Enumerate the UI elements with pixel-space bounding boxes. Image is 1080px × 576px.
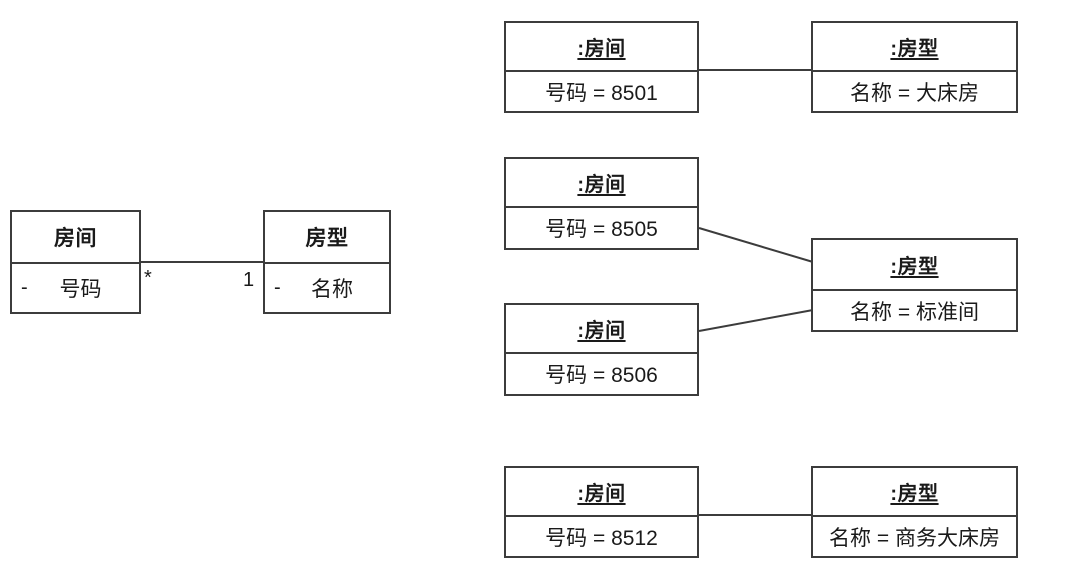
object-box-roomtype-bigbed[interactable]: :房型 名称 = 大床房: [811, 21, 1018, 113]
object-slot-room-8505: 号码 = 8505: [506, 208, 697, 248]
object-name-room-8501-label: :房间: [577, 38, 626, 60]
object-link-8506-to-standard: [698, 309, 814, 332]
attribute-name-room: 号码: [59, 278, 102, 301]
multiplicity-target: 1: [243, 269, 255, 291]
class-name-roomtype-label: 房型: [305, 227, 349, 250]
object-name-roomtype-business-label: :房型: [890, 483, 939, 505]
object-box-roomtype-standard[interactable]: :房型 名称 = 标准间: [811, 238, 1018, 332]
class-box-roomtype[interactable]: 房型 - 名称: [263, 210, 391, 314]
object-slot-room-8501-label: 号码 = 8501: [545, 81, 658, 105]
class-attributes-room: - 号码: [12, 264, 139, 312]
attribute-name-roomtype: 名称: [311, 278, 353, 301]
object-box-room-8512[interactable]: :房间 号码 = 8512: [504, 466, 699, 558]
object-slot-roomtype-bigbed: 名称 = 大床房: [813, 72, 1016, 111]
object-name-room-8506: :房间: [506, 305, 697, 354]
object-name-room-8501: :房间: [506, 23, 697, 72]
class-name-roomtype: 房型: [265, 212, 389, 264]
class-box-room[interactable]: 房间 - 号码: [10, 210, 141, 314]
object-name-room-8505: :房间: [506, 159, 697, 208]
object-name-room-8512-label: :房间: [577, 483, 626, 505]
attribute-visibility-room: -: [21, 276, 28, 299]
object-slot-roomtype-business: 名称 = 商务大床房: [813, 517, 1016, 556]
object-link-8505-to-standard: [698, 227, 814, 263]
object-name-roomtype-bigbed-label: :房型: [890, 38, 939, 60]
object-box-room-8505[interactable]: :房间 号码 = 8505: [504, 157, 699, 250]
object-link-8501-to-bigbed: [697, 69, 813, 71]
object-slot-roomtype-standard-label: 名称 = 标准间: [850, 300, 979, 324]
object-name-roomtype-business: :房型: [813, 468, 1016, 517]
object-name-roomtype-standard-label: :房型: [890, 256, 939, 278]
class-name-room-label: 房间: [54, 227, 97, 250]
object-box-roomtype-business[interactable]: :房型 名称 = 商务大床房: [811, 466, 1018, 558]
object-slot-room-8505-label: 号码 = 8505: [545, 218, 658, 241]
object-slot-roomtype-bigbed-label: 名称 = 大床房: [850, 81, 979, 105]
class-attributes-roomtype: - 名称: [265, 264, 389, 312]
object-slot-room-8501: 号码 = 8501: [506, 72, 697, 111]
class-association-line: [140, 261, 265, 263]
object-box-room-8506[interactable]: :房间 号码 = 8506: [504, 303, 699, 396]
object-link-8512-to-business: [697, 514, 813, 516]
object-name-roomtype-standard: :房型: [813, 240, 1016, 291]
object-name-roomtype-bigbed: :房型: [813, 23, 1016, 72]
object-slot-room-8506: 号码 = 8506: [506, 354, 697, 394]
object-slot-roomtype-business-label: 名称 = 商务大床房: [829, 526, 1000, 550]
object-slot-room-8512-label: 号码 = 8512: [545, 526, 658, 550]
object-slot-room-8506-label: 号码 = 8506: [545, 364, 658, 387]
object-box-room-8501[interactable]: :房间 号码 = 8501: [504, 21, 699, 113]
object-name-room-8512: :房间: [506, 468, 697, 517]
attribute-visibility-roomtype: -: [274, 276, 281, 299]
object-name-room-8505-label: :房间: [577, 174, 626, 196]
class-name-room: 房间: [12, 212, 139, 264]
multiplicity-source: *: [144, 267, 152, 289]
object-slot-room-8512: 号码 = 8512: [506, 517, 697, 556]
object-slot-roomtype-standard: 名称 = 标准间: [813, 291, 1016, 330]
object-name-room-8506-label: :房间: [577, 320, 626, 342]
